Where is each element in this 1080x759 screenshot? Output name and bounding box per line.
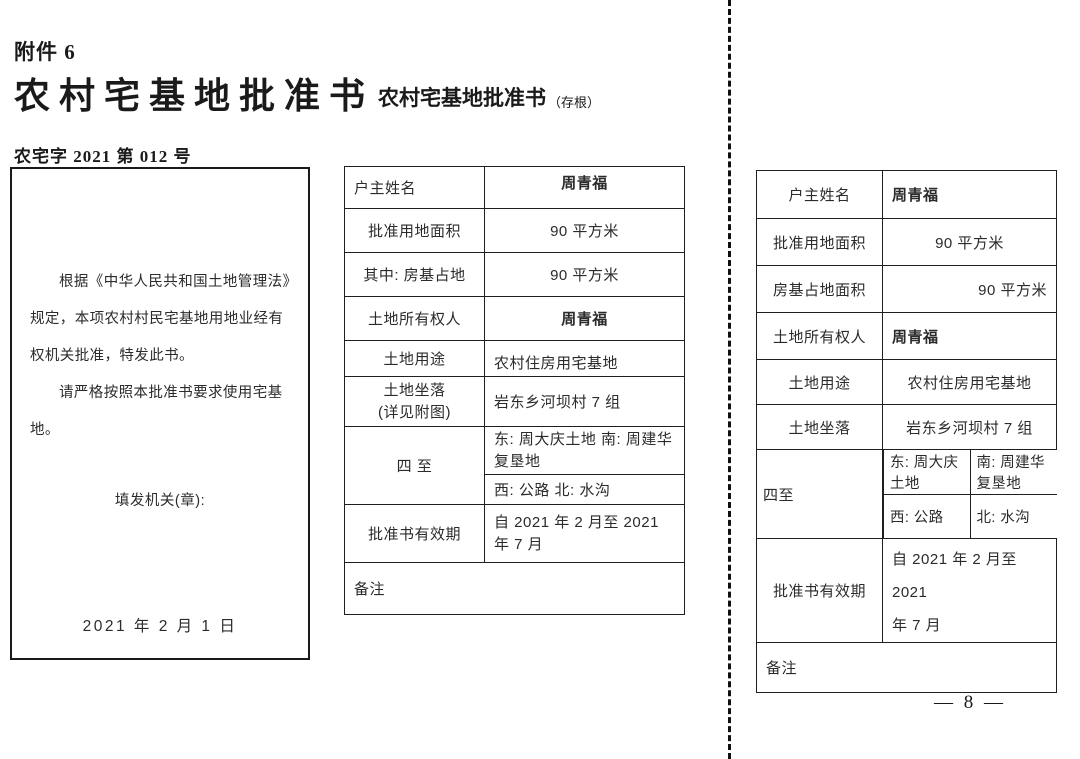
table-row-boundaries: 四至 东: 周大庆土地 南: 周建华复垦地 西: 公路 北: 水沟 — [756, 449, 1057, 539]
stub-value-house-base-area: 90 平方米 — [882, 265, 1057, 313]
stub-label-land-owner: 土地所有权人 — [756, 312, 883, 360]
page-number: — 8 — — [934, 692, 1006, 713]
row-label-house-base-area: 其中: 房基占地 — [344, 252, 485, 297]
table-row: 土地所有权人 周青福 — [756, 312, 1057, 360]
row-label-land-owner: 土地所有权人 — [344, 296, 485, 341]
land-location-label-line1: 土地坐落 — [383, 381, 446, 399]
document-number: 农宅字 2021 第 012 号 — [14, 147, 192, 166]
row-value-land-owner: 周青福 — [484, 296, 685, 341]
stub-label-householder: 户主姓名 — [756, 170, 883, 219]
stub-label-boundaries: 四至 — [756, 449, 883, 539]
boundaries-row-top: 东: 周大庆土地 南: 周建华复垦地 — [883, 450, 1057, 495]
table-row: 四 至 东: 周大庆土地 南: 周建华复垦地 — [344, 426, 685, 505]
table-row: 土地所有权人 周青福 — [344, 296, 685, 341]
table-row: 其中: 房基占地 90 平方米 — [344, 252, 685, 297]
certificate-paragraph-1: 根据《中华人民共和国土地管理法》规定，本项农村村民宅基地用地业经有权机关批准，特… — [30, 274, 291, 364]
table-row: 房基占地面积 90 平方米 — [756, 265, 1057, 313]
row-value-householder: 周青福 — [484, 166, 685, 209]
row-value-land-location: 岩东乡河坝村 7 组 — [484, 376, 685, 427]
attachment-label: 附件 6 — [14, 40, 76, 64]
row-value-validity: 自 2021 年 2 月至 2021 年 7 月 — [484, 504, 685, 563]
table-row: 备注 — [756, 642, 1057, 693]
stub-value-land-location: 岩东乡河坝村 7 组 — [882, 404, 1057, 450]
row-value-approved-area: 90 平方米 — [484, 208, 685, 253]
stub-boundaries-cell: 东: 周大庆土地 南: 周建华复垦地 西: 公路 北: 水沟 — [883, 450, 1057, 539]
table-row: 备注 — [344, 562, 685, 615]
stub-value-approved-area: 90 平方米 — [882, 218, 1057, 266]
certificate-box: 根据《中华人民共和国土地管理法》规定，本项农村村民宅基地用地业经有权机关批准，特… — [10, 167, 310, 660]
table-row: 户主姓名 周青福 — [344, 166, 685, 209]
boundary-west: 西: 公路 — [883, 493, 971, 538]
title-row: 农村宅基地批准书 农村宅基地批准书 （存根） — [14, 78, 600, 114]
row-label-land-use: 土地用途 — [344, 340, 485, 377]
page-title: 农村宅基地批准书 — [14, 76, 375, 116]
stub-validity-line2: 年 7 月 — [892, 617, 942, 634]
stub-title-paren: （存根） — [548, 95, 601, 110]
stub-value-land-use: 农村住房用宅基地 — [882, 359, 1057, 405]
table-row: 土地用途 农村住房用宅基地 — [344, 340, 685, 377]
row-label-validity: 批准书有效期 — [344, 504, 485, 563]
row-label-remarks: 备注 — [344, 562, 685, 615]
certificate-body: 根据《中华人民共和国土地管理法》规定，本项农村村民宅基地用地业经有权机关批准，特… — [30, 264, 292, 449]
stub-label-remarks: 备注 — [756, 642, 1057, 693]
stub-title: 农村宅基地批准书 — [378, 87, 547, 110]
certificate-paragraph-2: 请严格按照本批准书要求使用宅基地。 — [30, 384, 283, 438]
stub-label-approved-area: 批准用地面积 — [756, 218, 883, 266]
issuer-seal-label: 填发机关(章): — [114, 493, 206, 509]
table-row: 西: 公路 北: 水沟 — [345, 474, 685, 505]
stub-label-validity: 批准书有效期 — [756, 538, 883, 643]
table-row: 批准用地面积 90 平方米 — [344, 208, 685, 253]
row-label-boundaries: 四 至 — [344, 426, 485, 505]
row-value-house-base-area: 90 平方米 — [484, 252, 685, 297]
boundary-north: 北: 水沟 — [969, 493, 1057, 538]
boundaries-line-2: 西: 公路 北: 水沟 — [484, 474, 685, 505]
boundary-south: 南: 周建华复垦地 — [969, 450, 1057, 495]
stub-value-land-owner: 周青福 — [882, 312, 1057, 360]
table-row: 土地用途 农村住房用宅基地 — [756, 359, 1057, 405]
table-row: 户主姓名 周青福 — [756, 170, 1057, 219]
row-label-approved-area: 批准用地面积 — [344, 208, 485, 253]
stub-label-house-base-area: 房基占地面积 — [756, 265, 883, 313]
table-row: 批准书有效期 自 2021 年 2 月至 2021 年 7 月 — [344, 504, 685, 563]
boundaries-grid: 东: 周大庆土地 南: 周建华复垦地 西: 公路 北: 水沟 — [883, 450, 1057, 538]
main-approval-table: 户主姓名 周青福 批准用地面积 90 平方米 其中: 房基占地 90 平方米 土… — [344, 166, 685, 615]
stub-value-validity: 自 2021 年 2 月至 2021 年 7 月 — [882, 538, 1057, 643]
stub-label-land-location: 土地坐落 — [756, 404, 883, 450]
issue-date: 2021 年 2 月 1 日 — [82, 618, 238, 635]
row-label-householder: 户主姓名 — [344, 166, 485, 209]
stub-validity-line1: 自 2021 年 2 月至 2021 — [892, 551, 1017, 601]
boundaries-line-1: 东: 周大庆土地 南: 周建华复垦地 — [484, 426, 685, 475]
table-row: 土地坐落 岩东乡河坝村 7 组 — [756, 404, 1057, 450]
stub-value-householder: 周青福 — [882, 170, 1057, 219]
boundaries-row-bottom: 西: 公路 北: 水沟 — [883, 493, 1057, 538]
boundary-east: 东: 周大庆土地 — [883, 450, 971, 495]
row-label-land-location: 土地坐落 (详见附图) — [344, 376, 485, 427]
table-row: 批准用地面积 90 平方米 — [756, 218, 1057, 266]
stub-label-land-use: 土地用途 — [756, 359, 883, 405]
table-row: 土地坐落 (详见附图) 岩东乡河坝村 7 组 — [344, 376, 685, 427]
row-value-land-use: 农村住房用宅基地 — [484, 340, 685, 377]
table-row: 批准书有效期 自 2021 年 2 月至 2021 年 7 月 — [756, 538, 1057, 643]
land-location-label-line2: (详见附图) — [378, 403, 451, 421]
stub-approval-table: 户主姓名 周青福 批准用地面积 90 平方米 房基占地面积 90 平方米 土地所… — [756, 170, 1057, 693]
cut-line-divider — [728, 0, 731, 759]
